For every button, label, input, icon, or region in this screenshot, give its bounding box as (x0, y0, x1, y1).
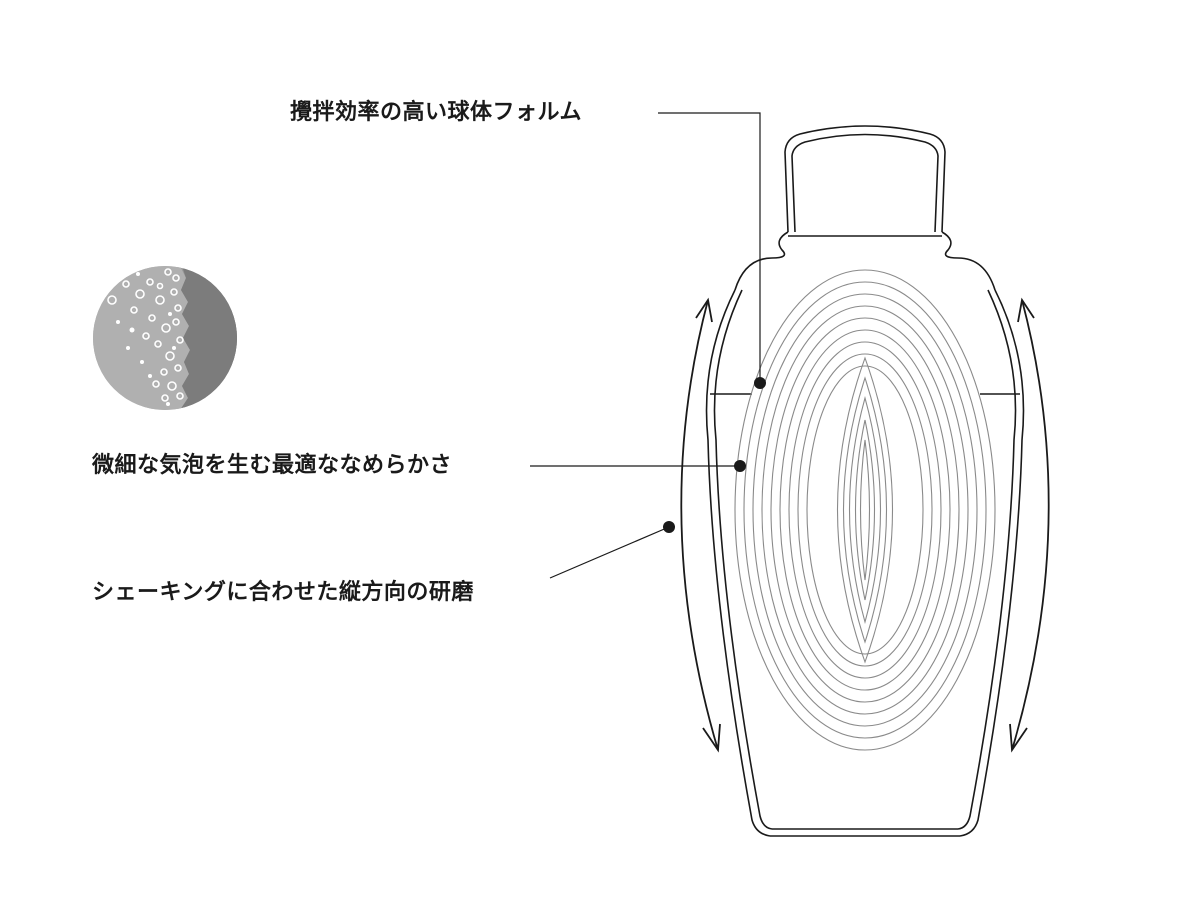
label-vertical-polish: シェーキングに合わせた縦方向の研磨 (92, 580, 474, 605)
shaker-outline (705, 125, 1025, 837)
polish-contour-rings (734, 269, 996, 751)
leader-lines (530, 112, 761, 579)
label-fine-bubbles: 微細な気泡を生む最適ななめらかさ (92, 453, 453, 478)
shake-arrow-right (1009, 297, 1050, 753)
label-spherical-form: 攪拌効率の高い球体フォルム (290, 100, 583, 125)
shake-arrow-left (680, 297, 721, 753)
leader-dots (663, 377, 766, 533)
bubble-texture-inset (93, 266, 237, 410)
